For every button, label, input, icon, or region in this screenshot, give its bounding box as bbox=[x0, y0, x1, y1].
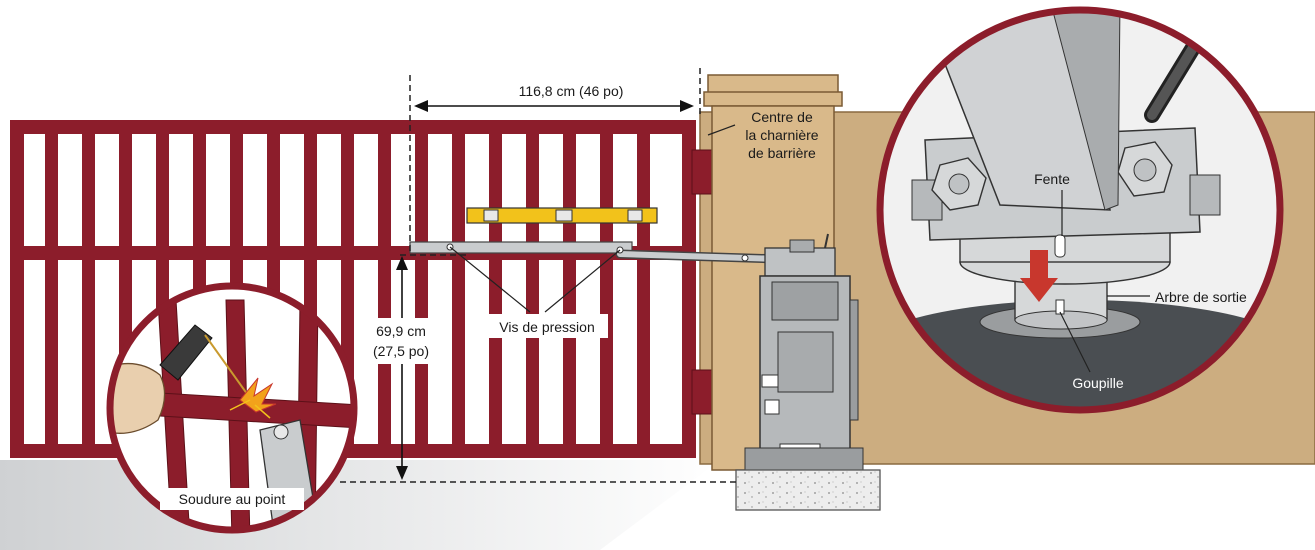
height-dimension-label-line1: 69,9 cm bbox=[376, 323, 426, 339]
hinge-center-label-line2: la charnière bbox=[745, 127, 818, 143]
shaft-detail-callout: Fente Arbre de sortie Goupille bbox=[876, 6, 1284, 414]
set-screw-label-bg bbox=[486, 314, 608, 338]
pin-label: Goupille bbox=[1072, 375, 1124, 391]
spirit-level-icon bbox=[466, 207, 658, 224]
slot-label: Fente bbox=[1034, 171, 1070, 187]
weld-spark-icon bbox=[229, 377, 277, 419]
set-screw-label: Vis de pression bbox=[499, 319, 594, 335]
width-dimension-label: 116,8 cm (46 po) bbox=[519, 83, 624, 99]
hinge-center-label-line1: Centre de bbox=[751, 109, 813, 125]
output-shaft-label: Arbre de sortie bbox=[1155, 289, 1247, 305]
width-dimension-arrow bbox=[414, 100, 694, 112]
ground-shadow bbox=[0, 460, 720, 550]
dimension-guides bbox=[340, 68, 736, 483]
height-label-bg bbox=[358, 318, 444, 364]
hinge-top bbox=[691, 149, 715, 195]
width-label-bg bbox=[498, 80, 644, 100]
concrete-pad bbox=[735, 469, 881, 511]
gate-operator-icon bbox=[744, 233, 864, 471]
height-dimension-arrow bbox=[396, 256, 408, 480]
down-arrow-icon bbox=[1020, 250, 1058, 302]
set-screw-leaders bbox=[449, 124, 736, 313]
hinge-bottom bbox=[691, 369, 715, 415]
tack-weld-callout: Soudure au point bbox=[106, 282, 358, 534]
height-dimension-label-line2: (27,5 po) bbox=[373, 343, 429, 359]
hinge-center-label-line3: de barrière bbox=[748, 145, 816, 161]
welding-torch-icon bbox=[159, 324, 251, 399]
tack-weld-label: Soudure au point bbox=[179, 491, 286, 507]
